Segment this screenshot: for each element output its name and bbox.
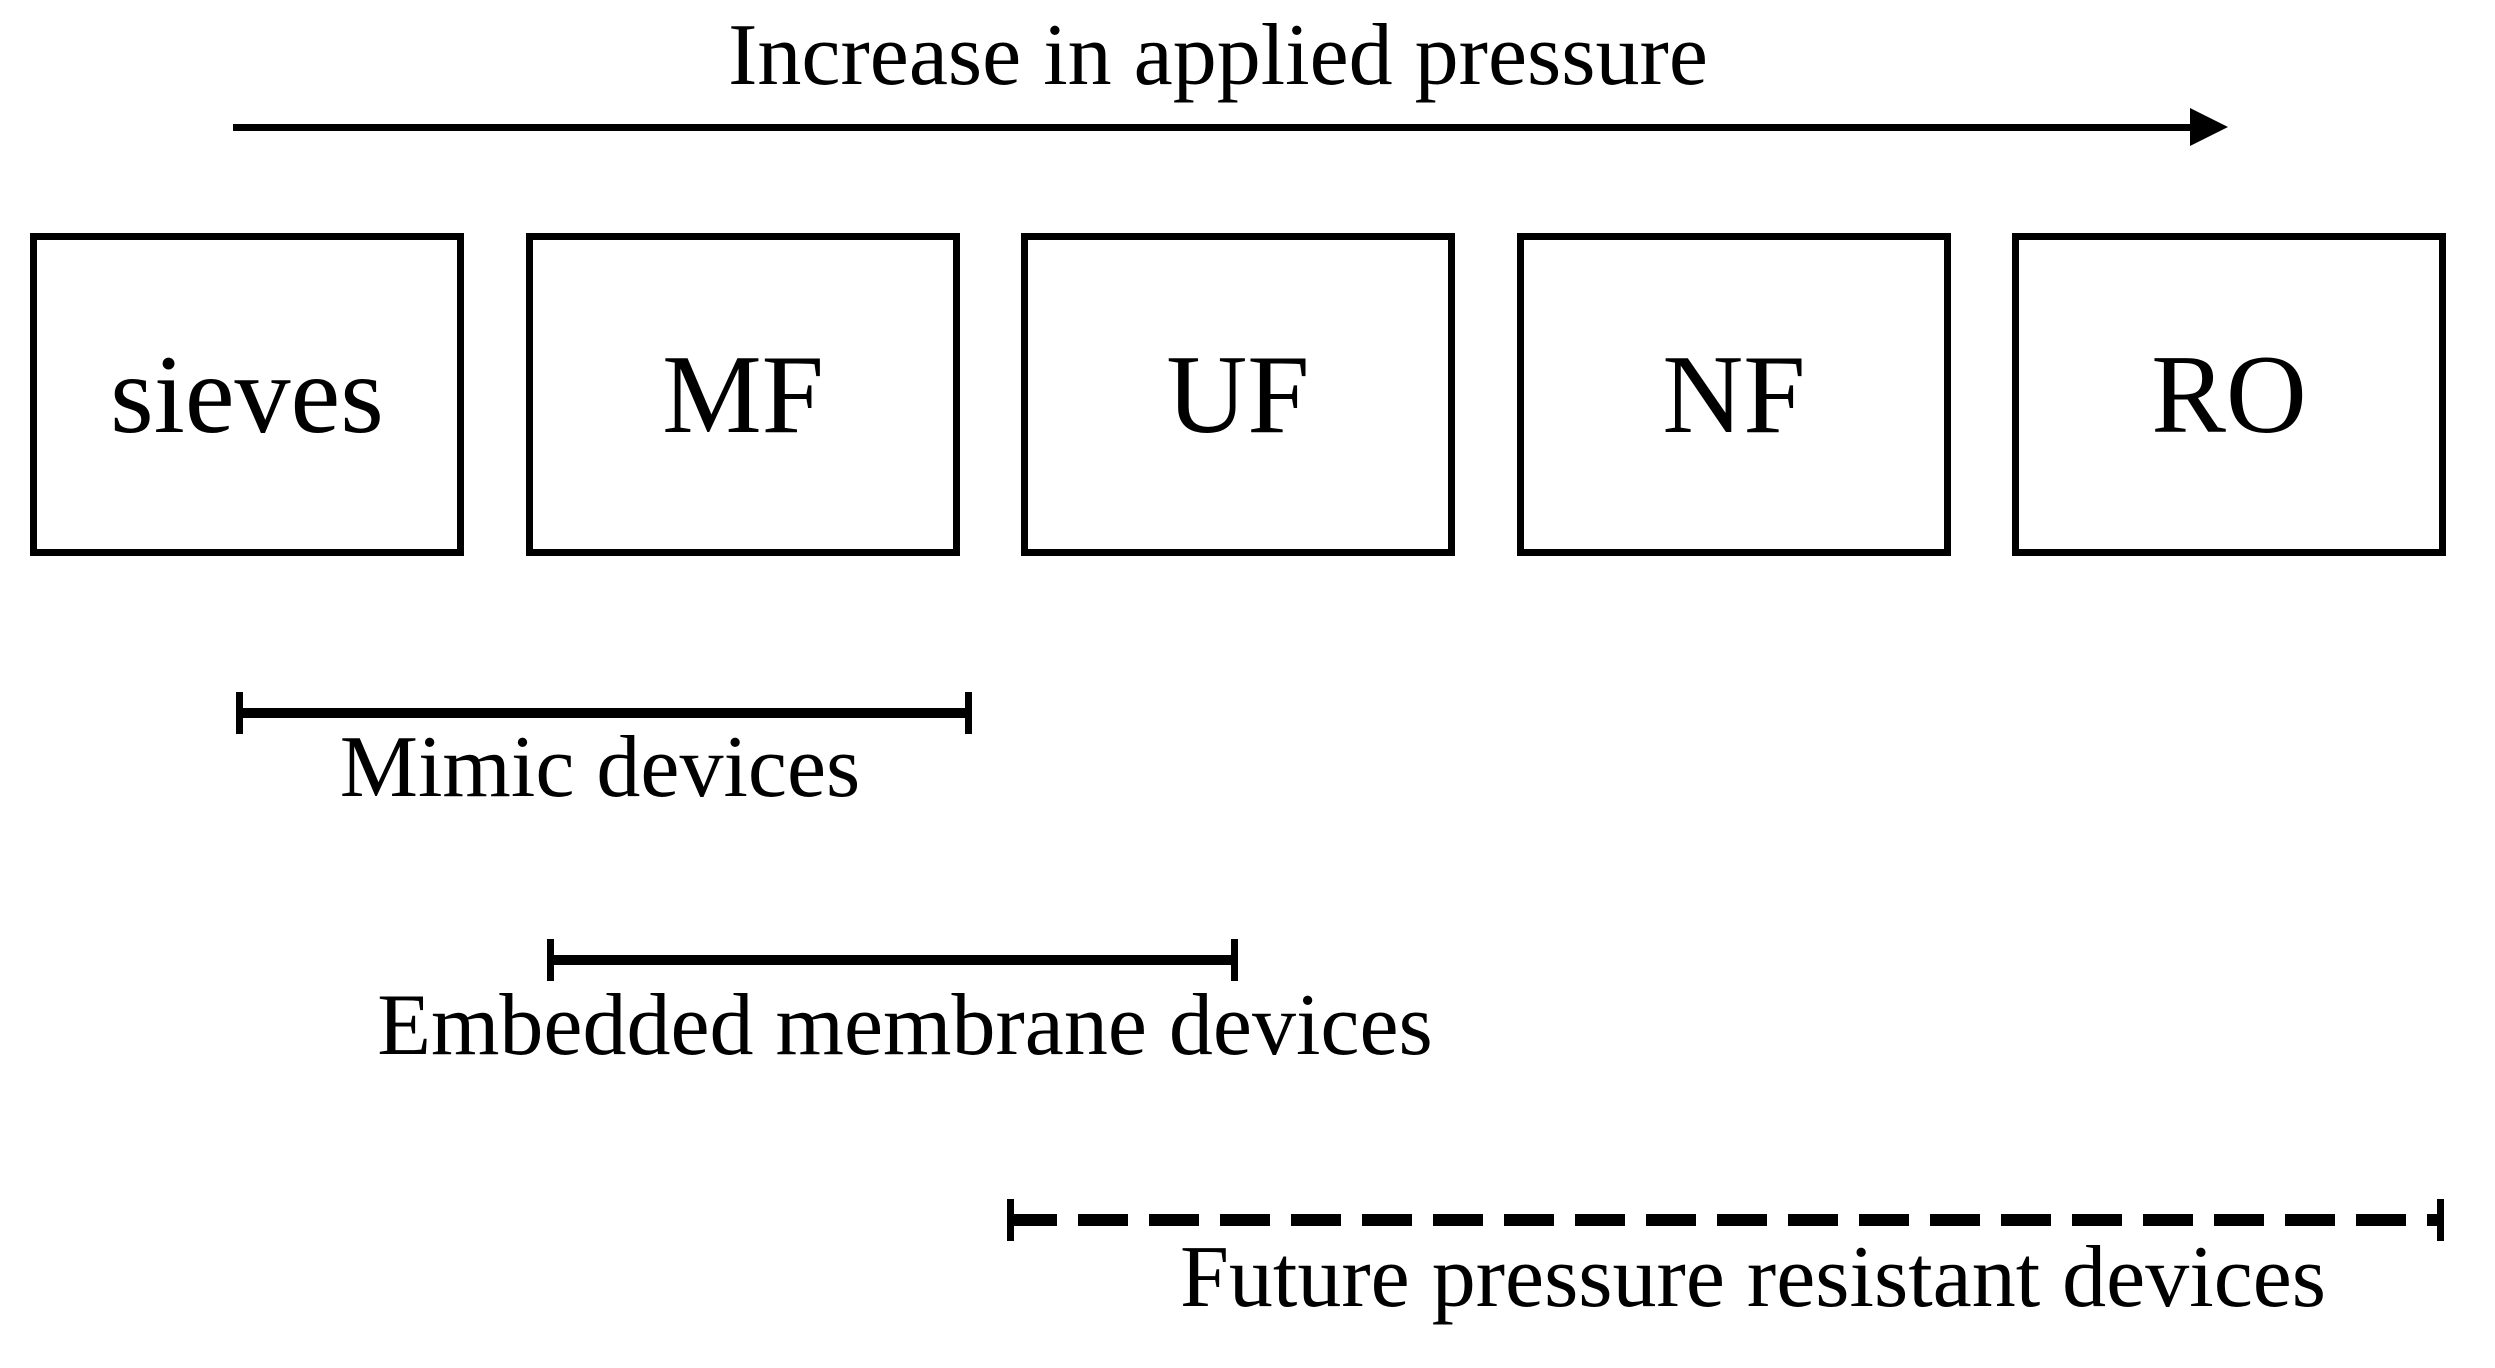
- range-label-future-pressure-resistant-devices: Future pressure resistant devices: [1179, 1229, 2327, 1326]
- range-bar-future-pressure-resistant-devices: [1007, 1199, 2444, 1241]
- range-bar-embedded-membrane-devices: [547, 939, 1238, 981]
- box-label-sieves: sieves: [110, 332, 384, 457]
- membrane-box-nf: NF: [1517, 233, 1951, 556]
- membrane-box-ro: RO: [2012, 233, 2446, 556]
- pressure-arrow-line: [233, 124, 2190, 131]
- range-bar-mimic-devices: [236, 692, 972, 734]
- range-line-solid: [547, 955, 1238, 965]
- box-label-nf: NF: [1662, 332, 1806, 457]
- membrane-box-sieves: sieves: [30, 233, 464, 556]
- membrane-box-uf: UF: [1021, 233, 1455, 556]
- diagram-title: Increase in applied pressure: [728, 7, 1708, 104]
- range-line-dashed: [1007, 1214, 2444, 1226]
- range-label-mimic-devices: Mimic devices: [339, 719, 861, 816]
- arrow-right-icon: [2190, 108, 2228, 146]
- box-label-uf: UF: [1166, 332, 1310, 457]
- membrane-box-mf: MF: [526, 233, 960, 556]
- range-label-embedded-membrane-devices: Embedded membrane devices: [377, 977, 1433, 1074]
- range-line-solid: [236, 708, 972, 718]
- box-label-mf: MF: [662, 332, 824, 457]
- box-label-ro: RO: [2151, 332, 2307, 457]
- range-cap-right-icon: [2437, 1199, 2444, 1241]
- range-cap-right-icon: [965, 692, 972, 734]
- range-cap-right-icon: [1231, 939, 1238, 981]
